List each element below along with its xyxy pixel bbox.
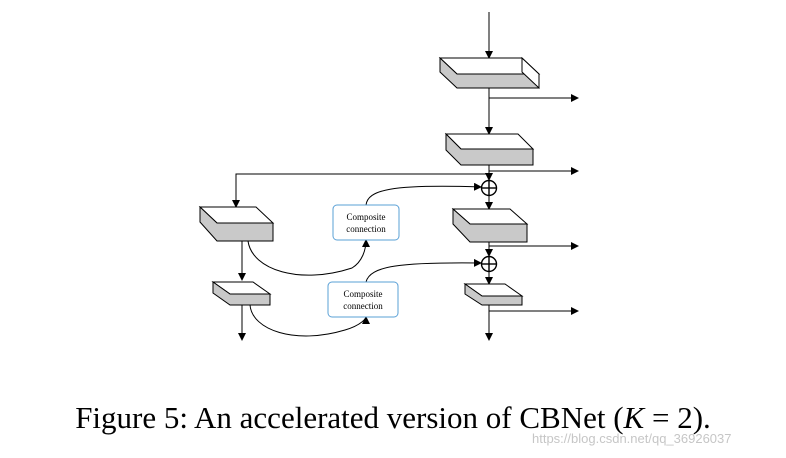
- caption-prefix: Figure 5: An accelerated version of CBNe…: [75, 400, 624, 435]
- caption-math-variable: K: [623, 400, 645, 435]
- composite-bottom-label-line2: connection: [343, 301, 383, 311]
- watermark-url: https://blog.csdn.net/qq_36926037: [532, 431, 732, 446]
- composite-connection-box-bottom: Composite connection: [327, 281, 399, 318]
- composite-top-label-line2: connection: [346, 224, 386, 234]
- figure-caption: Figure 5: An accelerated version of CBNe…: [0, 400, 786, 436]
- left-stage-block-2: [211, 281, 272, 306]
- left-stage-block-1: [198, 205, 275, 242]
- composite-curves: [247, 182, 482, 337]
- right-stage-block-2: [444, 132, 535, 166]
- cbnet-diagram: Composite connection Composite connectio…: [198, 12, 579, 341]
- right-backbone: [232, 12, 579, 341]
- caption-equals: = 2: [644, 400, 693, 435]
- feedback-to-left-backbone: [232, 173, 489, 208]
- right-stage-block-1: [438, 56, 541, 90]
- composite-connection-box-top: Composite connection: [332, 204, 400, 241]
- composite-top-label-line1: Composite: [346, 212, 385, 222]
- right-stage-block-4: [463, 283, 524, 306]
- caption-suffix: ).: [692, 400, 711, 435]
- curve-composite-top-to-sum1: [365, 182, 482, 206]
- composite-bottom-label-line1: Composite: [343, 289, 382, 299]
- sum-node-1: [480, 179, 498, 197]
- curve-left2-to-composite-bottom: [249, 304, 370, 337]
- sum-node-2: [480, 255, 498, 273]
- curve-left1-to-composite-top: [247, 239, 370, 276]
- right-stage-block-3: [451, 207, 529, 243]
- curve-composite-bottom-to-sum2: [365, 258, 482, 283]
